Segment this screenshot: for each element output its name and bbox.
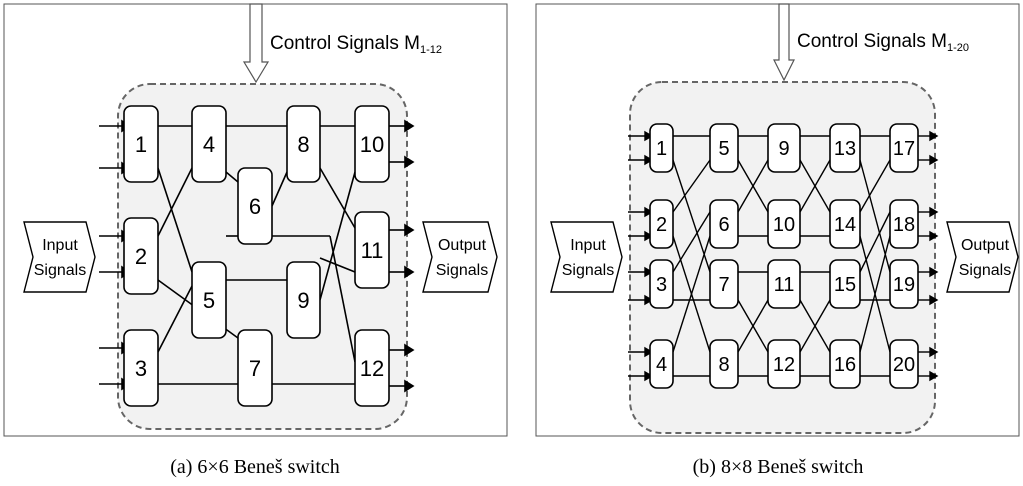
svg-text:Signals: Signals xyxy=(959,262,1011,279)
b-switch-box-6 xyxy=(709,199,739,249)
a-switch-label-12: 12 xyxy=(360,356,384,381)
a-switch-box-11 xyxy=(354,211,390,289)
b-switch-box-4 xyxy=(649,339,674,389)
a-switch-label-1: 1 xyxy=(135,132,147,157)
b-switch-label-18: 18 xyxy=(893,214,915,236)
b-switch-label-11: 11 xyxy=(774,274,795,296)
control-signals-label-b: Control Signals M1-20 xyxy=(797,31,969,54)
control-arrow-a xyxy=(242,3,270,84)
a-switch-box-1 xyxy=(123,105,159,183)
a-switch-label-11: 11 xyxy=(361,238,384,263)
output-arrows-a xyxy=(389,119,415,393)
a-switch-box-3 xyxy=(123,329,159,407)
b-switch-label-15: 15 xyxy=(834,274,856,296)
b-switch-label-13: 13 xyxy=(834,138,856,160)
a-switch-box-12 xyxy=(354,329,390,407)
output-signals-block-a: Output Signals xyxy=(422,221,498,293)
b-switch-box-20 xyxy=(889,339,919,389)
a-switch-box-8 xyxy=(286,105,321,183)
b-switch-label-5: 5 xyxy=(718,138,729,160)
wires-b xyxy=(672,135,891,377)
b-switch-label-10: 10 xyxy=(773,214,795,236)
a-switch-label-7: 7 xyxy=(249,356,261,381)
b-switch-label-20: 20 xyxy=(893,354,915,376)
b-switch-box-19 xyxy=(889,259,919,309)
a-switch-label-5: 5 xyxy=(203,288,215,313)
svg-text:Output: Output xyxy=(438,237,487,254)
b-switch-box-9 xyxy=(767,123,801,173)
a-switch-box-10 xyxy=(354,105,390,183)
b-switch-label-14: 14 xyxy=(834,214,856,236)
svg-text:Signals: Signals xyxy=(436,262,488,279)
a-switch-label-6: 6 xyxy=(249,194,261,219)
wires-a xyxy=(157,125,356,385)
b-switch-box-18 xyxy=(889,199,919,249)
control-signals-label-a: Control Signals M1-12 xyxy=(270,33,442,56)
b-switch-label-4: 4 xyxy=(656,354,667,376)
input-signals-block-b: Input Signals xyxy=(550,221,623,293)
b-switch-label-3: 3 xyxy=(656,274,667,296)
input-arrows-b xyxy=(628,130,654,382)
caption-b: (b) 8×8 Beneš switch xyxy=(692,456,864,478)
a-switch-label-9: 9 xyxy=(297,288,309,313)
b-switch-box-11 xyxy=(767,259,801,309)
a-switch-label-10: 10 xyxy=(360,132,384,157)
b-switch-box-5 xyxy=(709,123,739,173)
a-switch-label-3: 3 xyxy=(135,356,147,381)
a-switch-box-9 xyxy=(286,261,321,339)
b-switch-box-3 xyxy=(649,259,674,309)
b-switch-label-1: 1 xyxy=(656,138,667,160)
a-switch-box-2 xyxy=(123,217,159,295)
b-switch-box-13 xyxy=(829,123,861,173)
b-switch-box-10 xyxy=(767,199,801,249)
b-switch-label-12: 12 xyxy=(773,354,795,376)
svg-text:Input: Input xyxy=(570,237,606,254)
a-switch-box-6 xyxy=(237,167,273,245)
a-switch-label-4: 4 xyxy=(203,132,215,157)
b-switch-label-17: 17 xyxy=(893,138,915,160)
b-switch-box-8 xyxy=(709,339,739,389)
b-switch-label-19: 19 xyxy=(893,274,915,296)
b-switch-box-14 xyxy=(829,199,861,249)
b-switch-label-2: 2 xyxy=(656,214,667,236)
svg-text:Signals: Signals xyxy=(562,262,614,279)
output-signals-block-b: Output Signals xyxy=(946,221,1019,293)
svg-text:Input: Input xyxy=(42,237,78,254)
svg-text:Signals: Signals xyxy=(34,262,86,279)
output-arrows-b xyxy=(918,130,939,382)
control-arrow-b xyxy=(773,3,795,82)
svg-text:Output: Output xyxy=(961,237,1010,254)
b-switch-box-12 xyxy=(767,339,801,389)
b-switch-box-15 xyxy=(829,259,861,309)
a-switch-label-8: 8 xyxy=(297,132,309,157)
b-switch-label-7: 7 xyxy=(718,274,729,296)
a-switch-box-4 xyxy=(191,105,227,183)
diagram-b: Control Signals M1-20 xyxy=(535,3,1020,437)
a-switch-box-7 xyxy=(237,329,273,407)
b-switch-label-8: 8 xyxy=(718,354,729,376)
b-switch-box-17 xyxy=(889,123,919,173)
caption-a: (a) 6×6 Beneš switch xyxy=(170,456,340,478)
b-switch-label-6: 6 xyxy=(718,214,729,236)
a-switch-label-2: 2 xyxy=(135,244,147,269)
b-switch-label-9: 9 xyxy=(778,138,789,160)
a-switch-box-5 xyxy=(191,261,227,339)
b-switch-box-1 xyxy=(649,123,674,173)
b-switch-box-16 xyxy=(829,339,861,389)
input-signals-block-a: Input Signals xyxy=(23,221,96,293)
b-switch-box-2 xyxy=(649,199,674,249)
b-switch-label-16: 16 xyxy=(834,354,856,376)
diagram-a: Control Signals M1-12 xyxy=(3,3,508,437)
b-switch-box-7 xyxy=(709,259,739,309)
